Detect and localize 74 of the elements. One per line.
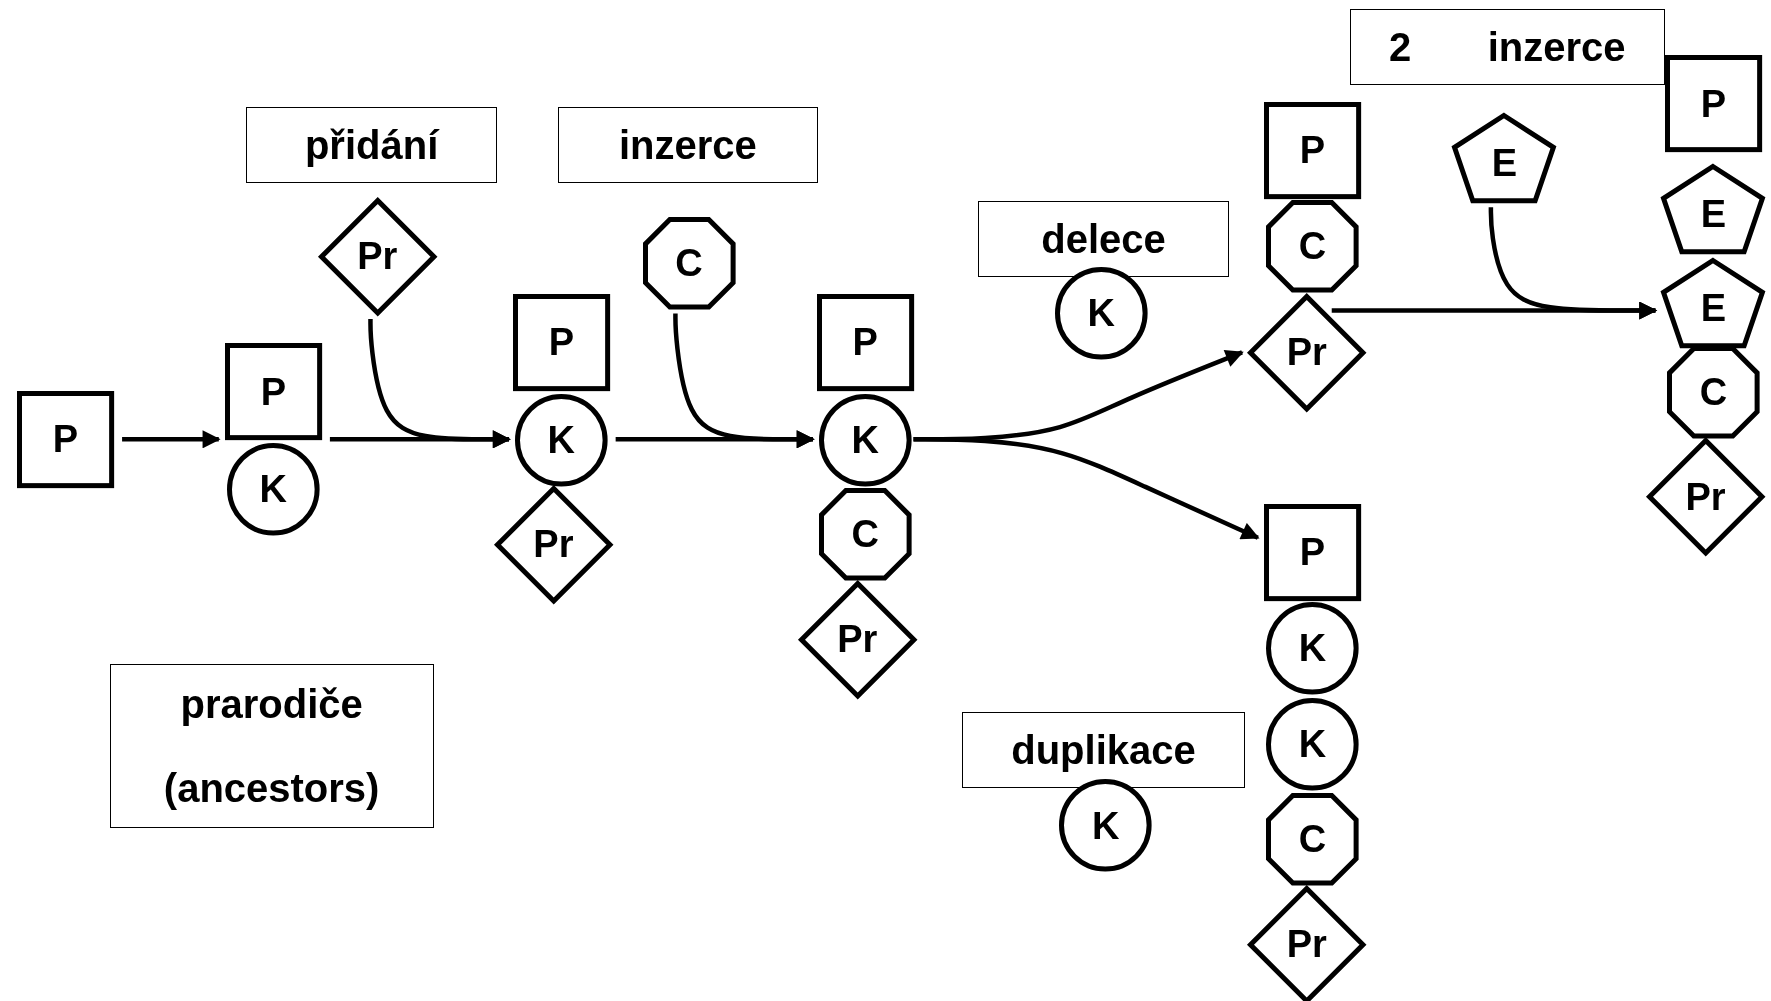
domain-letter: C xyxy=(1298,820,1327,859)
box-label: přidání xyxy=(304,122,439,169)
domain-circle xyxy=(1054,266,1148,360)
label-box xyxy=(557,107,818,183)
domain-diamond xyxy=(1248,885,1366,1001)
domain-letter: K xyxy=(1087,293,1115,332)
domain-square xyxy=(1263,503,1361,601)
domain-circle xyxy=(1266,602,1359,695)
domain-diamond xyxy=(1646,438,1765,556)
domain-letter: K xyxy=(851,421,879,460)
domain-letter: K xyxy=(1092,806,1120,845)
domain-diamond xyxy=(318,197,436,316)
domain-letter: K xyxy=(1298,725,1327,764)
domain-pentagon xyxy=(1452,112,1557,204)
domain-pentagon xyxy=(1661,257,1766,348)
box-label: prarodiče (ancestors) xyxy=(162,681,381,812)
box-label: delece xyxy=(1041,215,1166,262)
domain-letter: P xyxy=(260,372,286,411)
domain-letter: K xyxy=(1298,629,1327,668)
domain-letter: C xyxy=(675,244,703,283)
arrow xyxy=(673,313,815,449)
domain-circle xyxy=(1059,779,1153,872)
label-box xyxy=(246,107,497,183)
domain-octagon xyxy=(818,487,912,581)
arrow xyxy=(913,437,1260,540)
label-box xyxy=(1349,9,1665,85)
domain-diamond xyxy=(1248,293,1366,412)
label-box xyxy=(109,664,434,828)
domain-letter: P xyxy=(52,420,79,459)
domain-letter: P xyxy=(1299,533,1326,572)
domain-letter: P xyxy=(1299,131,1326,170)
domain-letter: E xyxy=(1700,194,1727,233)
box-label: duplikace xyxy=(1011,726,1196,773)
domain-letter: Pr xyxy=(1286,333,1327,372)
domain-square xyxy=(512,293,610,391)
arrow xyxy=(1488,207,1658,320)
domain-square xyxy=(16,390,115,488)
domain-letter: P xyxy=(852,323,878,362)
domain-letter: K xyxy=(259,470,288,509)
domain-letter: P xyxy=(548,323,574,362)
domain-letter: K xyxy=(547,421,576,460)
box-label: 2 xyxy=(1388,23,1412,70)
domain-letter: P xyxy=(1700,84,1727,123)
domain-letter: C xyxy=(1699,372,1728,411)
domain-letter: C xyxy=(851,515,879,554)
domain-square xyxy=(1664,55,1762,153)
domain-square xyxy=(816,293,914,391)
domain-circle xyxy=(818,394,912,487)
domain-letter: Pr xyxy=(1685,477,1726,516)
domain-letter: Pr xyxy=(837,620,878,659)
label-box xyxy=(978,201,1229,277)
box-label: inzerce xyxy=(618,122,757,169)
domain-circle xyxy=(1266,698,1359,791)
domain-diamond xyxy=(798,580,916,698)
domain-pentagon xyxy=(1661,163,1766,255)
domain-diamond xyxy=(494,485,613,604)
domain-octagon xyxy=(1667,345,1760,439)
arrow xyxy=(368,319,511,449)
domain-letter: Pr xyxy=(533,525,574,564)
label-box xyxy=(962,711,1245,789)
domain-circle xyxy=(227,442,320,536)
domain-octagon xyxy=(1266,199,1359,293)
domain-letter: C xyxy=(1298,227,1327,266)
domain-circle xyxy=(515,394,608,487)
domain-letter: Pr xyxy=(1286,925,1327,964)
domain-square xyxy=(1263,101,1361,199)
domain-letter: Pr xyxy=(357,237,398,276)
domain-octagon xyxy=(1266,792,1359,886)
domain-letter: E xyxy=(1700,288,1727,327)
box-label: inzerce xyxy=(1487,23,1626,70)
domain-square xyxy=(224,343,322,441)
arrow xyxy=(122,430,221,449)
domain-letter: E xyxy=(1491,144,1518,183)
domain-octagon xyxy=(642,216,736,310)
